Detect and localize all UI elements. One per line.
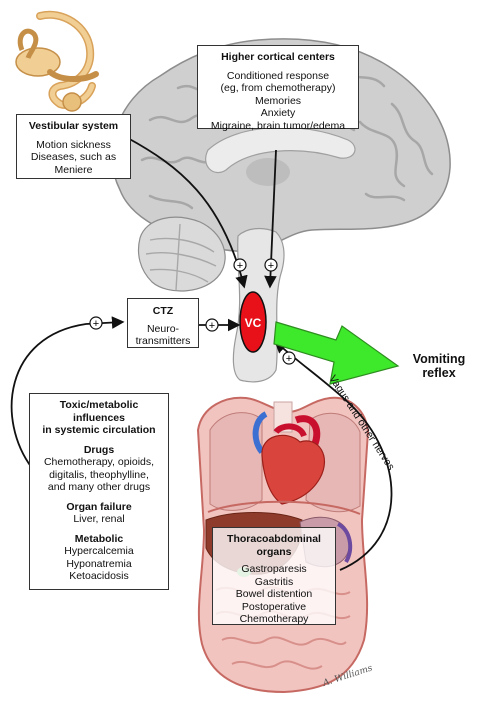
- ctz-box: CTZ Neuro- transmitters: [127, 298, 199, 348]
- vomiting-reflex-line: Vomiting: [412, 352, 466, 366]
- vestibular-line: Meniere: [54, 163, 93, 176]
- inner-ear-icon: [15, 10, 99, 112]
- arrow-toxic-to-ctz: [10, 316, 125, 469]
- vestibular-line: Diseases, such as: [30, 151, 117, 163]
- higher-cortical-box: Higher cortical centers Conditioned resp…: [197, 45, 359, 132]
- drugs-line: Chemotherapy, opioids,: [43, 456, 155, 468]
- vestibular-line: Motion sickness: [36, 138, 111, 151]
- arrow-vagus-to-vc: [274, 340, 393, 571]
- plus-sign-4: +: [93, 318, 99, 330]
- ctz-line: transmitters: [135, 335, 191, 347]
- thoracoabdominal-line: Chemotherapy: [239, 613, 309, 625]
- drugs-line: and many other drugs: [47, 481, 151, 493]
- higher-cortical-line: (eg, from chemotherapy): [220, 82, 336, 94]
- thoracoabdominal-line: Postoperative: [241, 600, 307, 613]
- metabolic-line: Hyponatremia: [66, 557, 132, 570]
- plus-sign-1: +: [237, 260, 243, 272]
- organ-failure-line: Liver, renal: [73, 513, 125, 525]
- ctz-title: CTZ: [152, 305, 174, 317]
- vestibular-box: Vestibular system Motion sickness Diseas…: [16, 114, 131, 179]
- metabolic-line: Ketoacidosis: [69, 570, 129, 582]
- arrow-vestibular-to-vc: [123, 135, 248, 289]
- metabolic-heading: Metabolic: [74, 532, 124, 545]
- vomiting-reflex-line: reflex: [422, 366, 456, 380]
- higher-cortical-title: Higher cortical centers: [221, 51, 335, 63]
- toxic-metabolic-box: Toxic/metabolic influences in systemic c…: [29, 393, 169, 590]
- higher-cortical-line: Migraine, brain tumor/edema: [210, 119, 346, 132]
- toxic-title-line: influences: [73, 411, 125, 424]
- vomiting-reflex-arrow: [273, 321, 400, 385]
- thoracoabdominal-title-line: organs: [256, 545, 292, 558]
- plus-sign-2: +: [268, 260, 274, 272]
- vomiting-reflex-label: Vomiting reflex: [396, 352, 482, 380]
- higher-cortical-line: Anxiety: [260, 107, 296, 119]
- drugs-line: digitalis, theophylline,: [49, 468, 149, 481]
- toxic-title-line: in systemic circulation: [42, 424, 156, 436]
- thoracoabdominal-title-line: Thoracoabdominal: [227, 533, 321, 545]
- plus-signs: + + + + +: [89, 258, 296, 365]
- metabolic-line: Hypercalcemia: [64, 545, 134, 557]
- thoracoabdominal-box: Thoracoabdominal organs Gastroparesis Ga…: [212, 527, 336, 625]
- vomiting-center: VC: [239, 291, 267, 353]
- toxic-title-line: Toxic/metabolic: [59, 399, 139, 411]
- higher-cortical-line: Memories: [254, 94, 302, 107]
- organ-failure-heading: Organ failure: [66, 500, 132, 513]
- vc-label: VC: [245, 316, 262, 330]
- drugs-heading: Drugs: [83, 443, 115, 456]
- higher-cortical-line: Conditioned response: [226, 69, 330, 82]
- plus-sign-3: +: [209, 320, 215, 332]
- vestibular-title: Vestibular system: [28, 120, 119, 132]
- plus-sign-5: +: [286, 353, 292, 365]
- ctz-line: Neuro-: [146, 322, 180, 335]
- thoracoabdominal-line: Gastritis: [254, 575, 294, 588]
- thoracoabdominal-line: Bowel distention: [235, 588, 313, 600]
- thoracoabdominal-line: Gastroparesis: [241, 563, 307, 575]
